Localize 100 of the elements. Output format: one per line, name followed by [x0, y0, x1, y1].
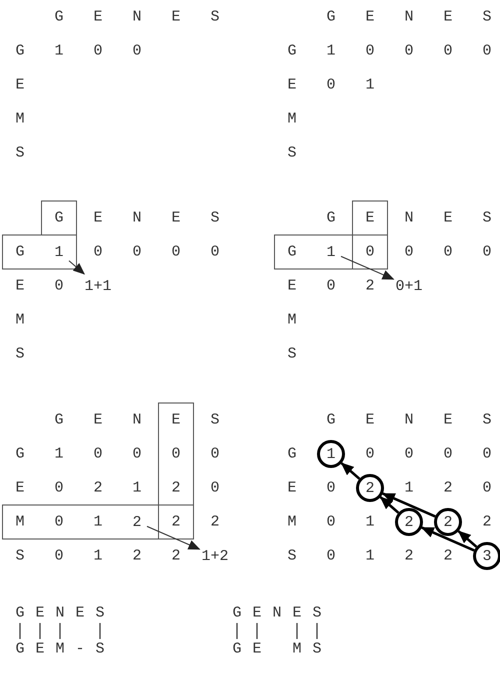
sequence-letter: S: [288, 146, 296, 160]
sequence-letter: E: [172, 210, 180, 226]
score-value: 0: [326, 480, 336, 496]
alignment-letter: M: [56, 642, 64, 656]
score-value: 2: [444, 480, 452, 496]
sequence-letter: E: [366, 210, 374, 226]
sequence-letter: G: [326, 10, 336, 24]
sequence-letter: S: [482, 10, 492, 24]
score-value: 2: [444, 548, 452, 564]
score-value: 0: [404, 244, 414, 260]
sequence-letter: S: [482, 210, 492, 226]
score-value: 0: [482, 244, 492, 260]
arrow: [340, 256, 394, 280]
score-value: 0: [54, 514, 64, 530]
sequence-letter: E: [94, 10, 102, 24]
sequence-letter: N: [132, 210, 142, 226]
score-value: 1: [54, 446, 64, 462]
score-value: 0: [132, 44, 142, 58]
sequence-letter: G: [16, 244, 24, 260]
score-value: 0: [172, 446, 180, 462]
score-value: 0: [366, 446, 374, 462]
score-value: 0: [482, 446, 492, 462]
sequence-letter: E: [444, 210, 452, 226]
sequence-letter: G: [326, 210, 336, 226]
alignment-letter: S: [96, 606, 104, 620]
sequence-letter: E: [94, 412, 102, 428]
sequence-letter: E: [172, 412, 180, 428]
alignment-letter: S: [312, 606, 322, 620]
score-value: 2: [94, 480, 102, 496]
score-value: 1: [132, 480, 142, 496]
alignment-letter: N: [272, 606, 282, 620]
score-value: 2: [366, 278, 374, 294]
score-value: 0: [54, 480, 64, 496]
alignment-letter: G: [232, 606, 242, 620]
sequence-letter: S: [288, 548, 296, 564]
sequence-letter: G: [288, 446, 296, 462]
sequence-letter: N: [132, 412, 142, 428]
sequence-letter: S: [210, 10, 220, 24]
score-value: 0: [132, 244, 142, 260]
score-value: 0: [444, 446, 452, 462]
score-value: 0: [404, 446, 414, 462]
score-value: 0: [326, 514, 336, 530]
circled-score: 2: [356, 474, 384, 502]
score-cell: 1: [321, 240, 341, 264]
score-value: 2: [172, 548, 180, 564]
score-value: 0: [94, 446, 102, 462]
alignment-letter: E: [36, 606, 44, 620]
score-value: 0: [444, 44, 452, 58]
score-value: 0: [210, 244, 220, 260]
score-value: 1: [94, 548, 102, 564]
arrow: [68, 260, 85, 275]
score-value: 0: [366, 44, 374, 58]
alignment-letter: E: [36, 642, 44, 656]
sequence-letter: G: [16, 446, 24, 462]
sequence-letter: G: [54, 10, 64, 24]
sequence-letter: E: [444, 412, 452, 428]
sequence-letter: G: [54, 412, 64, 428]
score-value: 0: [54, 278, 64, 294]
score-value: 2: [482, 514, 492, 530]
sequence-letter: E: [444, 10, 452, 24]
score-value: 0: [94, 244, 102, 260]
circled-score: 2: [395, 508, 423, 536]
alignment-letter: E: [252, 606, 262, 620]
alignment-letter: S: [312, 642, 322, 656]
score-value: 1: [366, 78, 374, 92]
sequence-letter: G: [288, 244, 296, 260]
sequence-letter: S: [16, 346, 24, 362]
alignment-letter: E: [292, 606, 302, 620]
circled-score: 1: [317, 440, 345, 468]
alignment-letter: E: [76, 606, 84, 620]
sequence-letter: S: [16, 548, 24, 564]
sequence-letter: N: [132, 10, 142, 24]
sequence-letter: S: [482, 412, 492, 428]
sequence-letter: E: [288, 78, 296, 92]
arrow: [146, 526, 200, 550]
sequence-letter: E: [94, 210, 102, 226]
sequence-letter: E: [16, 278, 24, 294]
score-cell: 1+2: [200, 544, 230, 568]
sequence-letter: N: [404, 412, 414, 428]
sequence-letter: S: [16, 146, 24, 160]
sequence-letter: S: [210, 412, 220, 428]
score-value: 1: [94, 514, 102, 530]
sequence-letter: E: [16, 78, 24, 92]
score-value: 2: [172, 514, 180, 530]
arrow: [380, 496, 400, 514]
score-value: 0: [482, 480, 492, 496]
alignment-letter: E: [252, 642, 262, 656]
score-value: 0: [54, 548, 64, 564]
score-value: 0: [482, 44, 492, 58]
alignment-letter: N: [56, 606, 64, 620]
score-value: 1: [366, 514, 374, 530]
alignment-letter: -: [76, 642, 84, 656]
score-cell: 1+1: [82, 274, 114, 298]
score-value: 1: [326, 44, 336, 58]
sequence-letter: M: [16, 112, 24, 126]
sequence-letter: E: [366, 10, 374, 24]
sequence-letter: M: [288, 312, 296, 328]
score-value: 0: [326, 78, 336, 92]
sequence-letter: E: [16, 480, 24, 496]
score-value: 0: [326, 278, 336, 294]
